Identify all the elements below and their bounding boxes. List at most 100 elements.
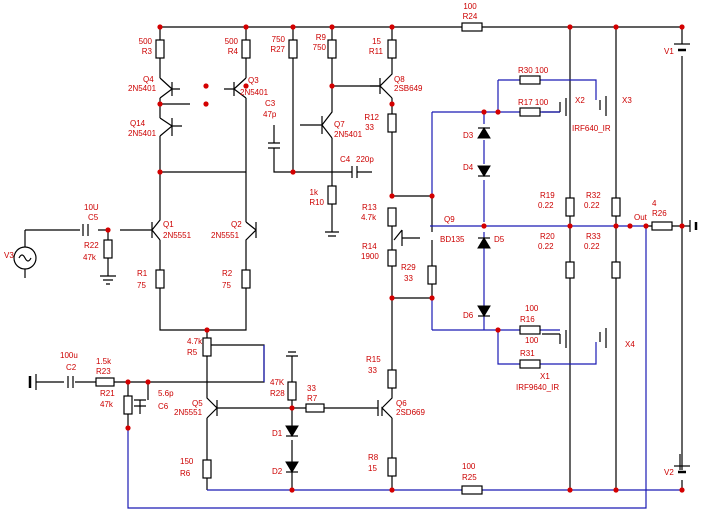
label-c4-ref: C4 — [340, 155, 351, 164]
label-r10-ref: R10 — [309, 198, 324, 207]
label-q6-ref: Q6 — [396, 399, 407, 408]
label-r33-value: 0.22 — [584, 242, 600, 251]
label-c3-ref: C3 — [265, 99, 276, 108]
resistor-r5 — [202, 337, 212, 357]
resistor-r6 — [202, 459, 212, 479]
label-q4-part: 2N5401 — [128, 84, 157, 93]
label-r19-value: 0.22 — [538, 201, 554, 210]
label-r26-value: 4 — [652, 199, 657, 208]
label-q6-part: 2SD669 — [396, 408, 425, 417]
label-r28-value: 47K — [270, 378, 285, 387]
resistor-r20 — [565, 261, 575, 279]
label-r23-ref: R23 — [96, 367, 111, 376]
label-d2-ref: D2 — [272, 467, 283, 476]
label-r32-value: 0.22 — [584, 201, 600, 210]
resistor-r29 — [427, 265, 437, 285]
label-c5-ref: C5 — [88, 213, 99, 222]
label-r4-ref: R4 — [228, 47, 239, 56]
label-q14-ref: Q14 — [130, 119, 146, 128]
label-v2-ref: V2 — [664, 468, 674, 477]
label-x3-ref: X3 — [622, 96, 632, 105]
label-r29-value: 33 — [404, 274, 413, 283]
label-r28-ref: R28 — [270, 389, 285, 398]
label-q7-part: 2N5401 — [334, 130, 363, 139]
label-v3-ref: V3 — [4, 251, 14, 260]
label-r27-value: 750 — [272, 35, 286, 44]
label-r2-value: 75 — [222, 281, 231, 290]
label-r3-value: 500 — [139, 37, 153, 46]
label-r19-ref: R19 — [540, 191, 555, 200]
label-r5-value: 4.7k — [187, 337, 203, 346]
label-r16-ref: R16 — [520, 315, 535, 324]
label-r8-value: 15 — [368, 464, 377, 473]
label-r31-value: 100 — [525, 336, 539, 345]
label-c6-ref: C6 — [158, 402, 169, 411]
resistor-r4 — [241, 39, 251, 59]
label-r24-ref: R24 — [463, 12, 478, 21]
label-r3-ref: R3 — [142, 47, 153, 56]
label-r12-value: 33 — [365, 123, 374, 132]
label-r1-value: 75 — [137, 281, 146, 290]
label-r25-value: 100 — [462, 462, 476, 471]
supplies — [13, 43, 698, 474]
label-q7-ref: Q7 — [334, 120, 345, 129]
label-q14-part: 2N5401 — [128, 129, 157, 138]
label-r29-ref: R29 — [401, 263, 416, 272]
label-r9-ref: R9 — [316, 33, 327, 42]
label-q2-part: 2N5551 — [211, 231, 240, 240]
label-r8-ref: R8 — [368, 453, 379, 462]
label-d4-ref: D4 — [463, 163, 474, 172]
label-r26-ref: R26 — [652, 209, 667, 218]
label-q1-part: 2N5551 — [163, 231, 192, 240]
label-r2-ref: R2 — [222, 269, 233, 278]
label-x4-ref: X4 — [625, 340, 635, 349]
label-r32-ref: R32 — [586, 191, 601, 200]
resistor-r23 — [95, 377, 115, 387]
label-r14-value: 1900 — [361, 252, 379, 261]
resistor-r14 — [387, 249, 397, 267]
label-c6-value: 5.6p — [158, 389, 174, 398]
label-q9-ref: Q9 — [444, 215, 455, 224]
label-r14-ref: R14 — [362, 242, 377, 251]
label-c2-value: 100u — [60, 351, 78, 360]
label-r15-ref: R15 — [366, 355, 381, 364]
resistor-r25 — [461, 485, 483, 495]
label-r30: R30 100 — [518, 66, 549, 75]
resistor-r9 — [327, 39, 337, 59]
label-r5-ref: R5 — [187, 348, 198, 357]
resistor-r24 — [461, 22, 483, 32]
label-r24-value: 100 — [463, 2, 477, 11]
label-v1-ref: V1 — [664, 47, 674, 56]
diodes — [285, 127, 491, 473]
resistor-r3 — [155, 39, 165, 59]
label-r13-ref: R13 — [362, 203, 377, 212]
resistor-r19 — [565, 197, 575, 217]
resistor-r33 — [611, 261, 621, 279]
diode-d2 — [285, 461, 299, 473]
resistor-r10 — [327, 185, 337, 205]
label-r21-value: 47k — [100, 400, 114, 409]
label-r20-value: 0.22 — [538, 242, 554, 251]
label-q5-part: 2N5551 — [174, 408, 203, 417]
label-q8-ref: Q8 — [394, 75, 405, 84]
resistor-r8 — [387, 457, 397, 477]
label-out: Out — [634, 213, 648, 222]
label-r22-value: 47k — [83, 253, 97, 262]
label-c2-ref: C2 — [66, 363, 77, 372]
label-q4-ref: Q4 — [143, 75, 154, 84]
resistor-r26 — [651, 221, 673, 231]
label-c3-value: 47p — [263, 110, 277, 119]
diode-d3 — [477, 127, 491, 139]
label-r25-ref: R25 — [462, 473, 477, 482]
label-d5-ref: D5 — [494, 235, 505, 244]
resistor-r12 — [387, 113, 397, 133]
resistor-r28 — [287, 381, 297, 401]
label-r4-value: 500 — [225, 37, 239, 46]
label-r9-value: 750 — [313, 43, 327, 52]
resistor-r11 — [387, 39, 397, 59]
label-r13-value: 4.7k — [361, 213, 377, 222]
diode-d1 — [285, 425, 299, 437]
resistor-r22 — [103, 239, 113, 259]
label-q8-part: 2SB649 — [394, 84, 423, 93]
